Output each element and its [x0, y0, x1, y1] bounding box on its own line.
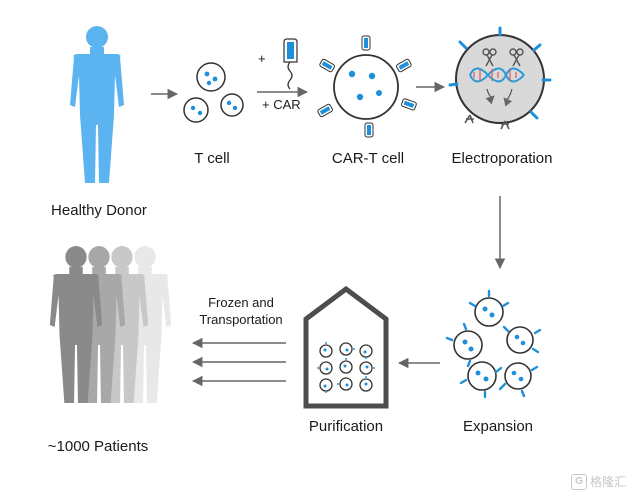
- purification-facility: [303, 285, 389, 409]
- tcell-cluster: [183, 62, 244, 123]
- label-patients: ~1000 Patients: [47, 438, 149, 455]
- label-frozen-line2: Transportation: [199, 312, 283, 327]
- transport-arrows: [191, 337, 286, 387]
- label-purification: Purification: [308, 418, 384, 435]
- label-plus: +: [258, 51, 266, 66]
- car-t-cell: [333, 54, 399, 120]
- label-healthy-donor: Healthy Donor: [51, 202, 147, 219]
- label-plus-car: + CAR: [262, 97, 301, 112]
- car-receptors: [317, 35, 417, 138]
- watermark-badge-icon: G: [570, 473, 587, 490]
- label-frozen-line1: Frozen and: [208, 295, 274, 310]
- electroporation-cell: [448, 26, 552, 130]
- label-frozen-transportation: Frozen and Transportation: [186, 294, 296, 328]
- label-t-cell: T cell: [194, 150, 230, 167]
- label-electroporation: Electroporation: [451, 150, 553, 167]
- expansion-receptors: [445, 289, 542, 399]
- healthy-donor-figure: [70, 26, 124, 183]
- label-car-t-cell: CAR-T cell: [331, 150, 405, 167]
- watermark-text: 格隆汇: [589, 475, 626, 489]
- label-expansion: Expansion: [462, 418, 534, 435]
- expansion-cluster: [453, 297, 534, 391]
- watermark-logo: G 格隆汇: [570, 473, 626, 490]
- car-construct-icon: [283, 38, 298, 90]
- patients-figures: [49, 246, 172, 403]
